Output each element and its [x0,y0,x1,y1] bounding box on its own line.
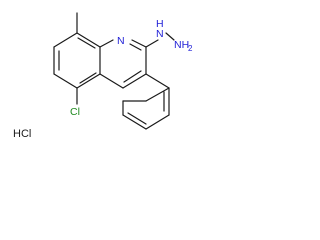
hydrazine-nh-label: N [156,28,164,40]
hydrazine-nh2-label: NH [174,39,189,51]
bond [122,73,147,89]
bond-double-inner [127,112,147,125]
bond [145,114,170,130]
bond [76,73,101,89]
bond [99,39,114,48]
bond [99,73,124,89]
counter-ion-label: HCl [13,128,31,140]
bond-double-inner [79,72,97,84]
ring-nitrogen-label: N [117,35,125,47]
bond-double-inner [123,70,142,83]
hydrazine-h-label: H [156,18,164,30]
bond [145,87,170,102]
bond [122,114,147,130]
chlorine-label: Cl [70,106,80,118]
bond [53,73,78,89]
bond-hydrazine [145,39,159,48]
bond [131,39,147,48]
atom-labels: N N H NH 2 Cl [70,18,193,118]
bond [53,32,78,48]
nh2-subscript: 2 [188,44,193,53]
bond-hydrazine [165,32,175,41]
bond [76,32,101,48]
structure-diagram: N N H NH 2 Cl HCl [13,12,193,140]
bond-double-inner [77,37,96,49]
bonds [53,12,175,130]
bond-phenyl [145,73,170,89]
bond-double-inner [129,43,142,51]
